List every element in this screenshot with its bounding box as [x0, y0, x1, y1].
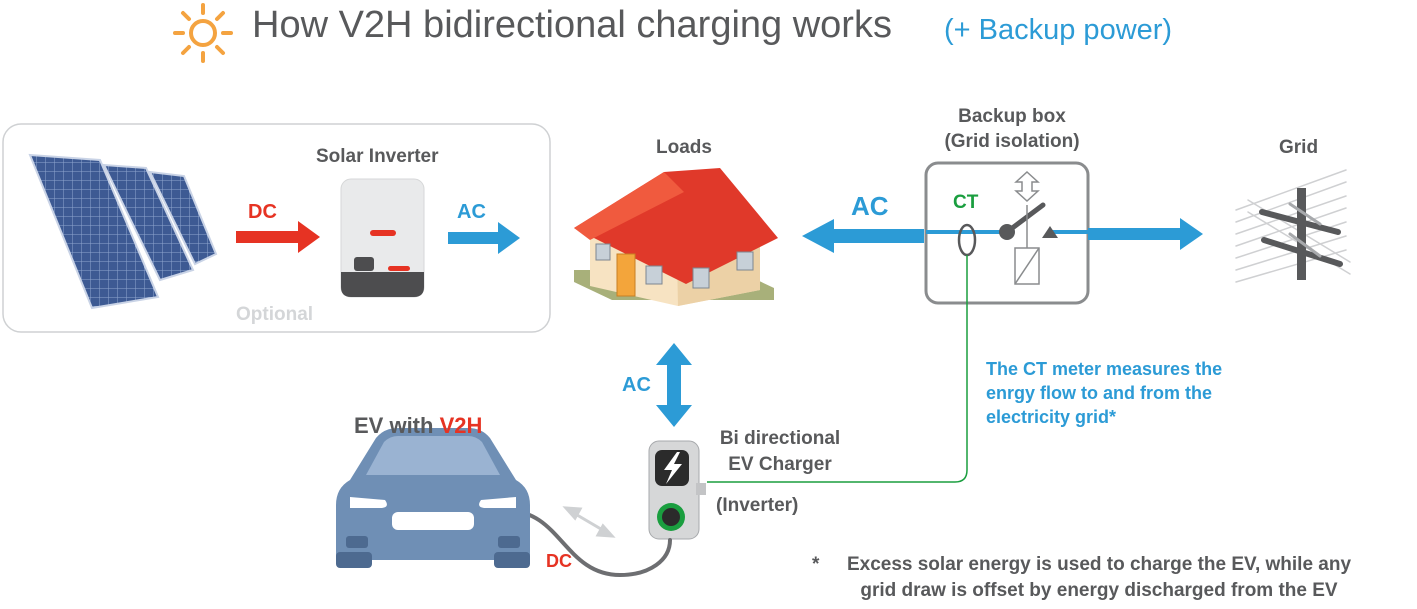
- charging-cable: [506, 508, 672, 578]
- backup-box-label: Backup box: [958, 106, 1066, 127]
- ct-signal-wire: [707, 255, 968, 483]
- dc-bidirectional-arrow: [562, 506, 616, 538]
- ac-solar-arrow: [448, 222, 520, 254]
- ac-bidirectional-arrow: [656, 343, 692, 427]
- dc-ev-label: DC: [546, 551, 572, 571]
- v2h-text: V2H: [439, 413, 483, 438]
- ac-to-grid-arrow: [1088, 218, 1203, 250]
- sun-icon: [173, 3, 233, 63]
- ac-main-label: AC: [851, 191, 889, 221]
- charger-label-line1: Bi directional: [719, 428, 841, 449]
- optional-label: Optional: [236, 304, 314, 325]
- ev-charger-icon: [648, 440, 706, 540]
- footnote-text: Excess solar energy is used to charge th…: [846, 554, 1352, 601]
- inverter-label: (Inverter): [716, 495, 799, 516]
- solar-panel-icon: [28, 153, 218, 310]
- ev-label: EV with V2H: [354, 413, 482, 439]
- house-icon: [574, 168, 778, 306]
- ct-note: The CT meter measures the enrgy flow to …: [986, 359, 1223, 427]
- optional-solar-group: [2, 123, 551, 333]
- ac-grid-to-loads-arrow: [802, 219, 924, 253]
- solar-inverter-icon: [340, 178, 425, 298]
- charger-label-line2: EV Charger: [728, 454, 832, 475]
- loads-label: Loads: [656, 137, 712, 158]
- footnote-star: *: [812, 554, 820, 575]
- page-subtitle: (+ Backup power): [944, 14, 1173, 46]
- footnote: * Excess solar energy is used to charge …: [812, 552, 1372, 604]
- ac-solar-label: AC: [457, 201, 486, 223]
- ev-with-text: EV with: [354, 413, 434, 438]
- ev-car-icon: [336, 428, 530, 568]
- grid-label: Grid: [1279, 137, 1319, 158]
- grid-pylon-icon: [1235, 169, 1351, 283]
- backup-box-icon: [924, 161, 1090, 305]
- grid-isolation-label: (Grid isolation): [944, 131, 1080, 152]
- dc-solar-label: DC: [248, 201, 277, 223]
- page-title: How V2H bidirectional charging works: [252, 4, 892, 46]
- ct-label: CT: [953, 192, 979, 213]
- ac-vertical-label: AC: [622, 374, 651, 396]
- solar-inverter-label: Solar Inverter: [316, 146, 439, 167]
- dc-arrow: [236, 221, 320, 253]
